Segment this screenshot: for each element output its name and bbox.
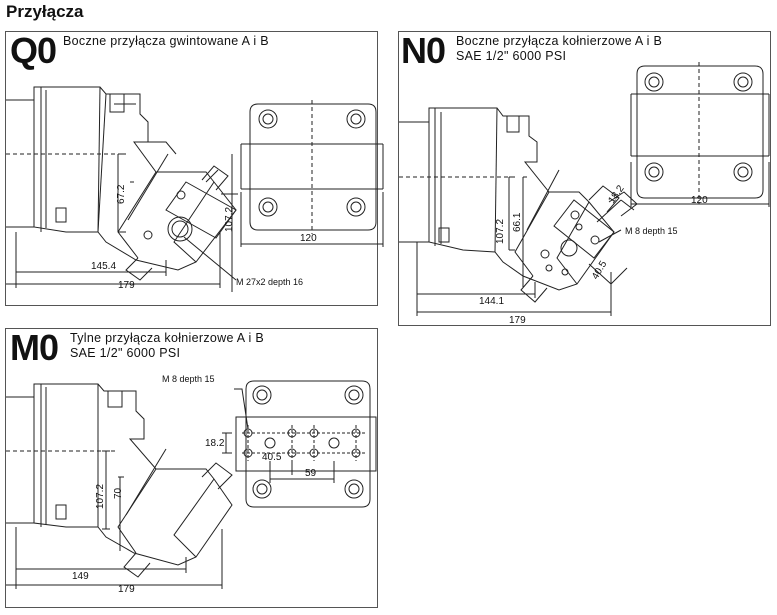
page-heading: Przyłącza <box>6 2 84 21</box>
dimension-label: 144.1 <box>479 296 504 307</box>
dimension-label: 67.2 <box>116 184 127 204</box>
dimension-label: 149 <box>72 571 89 582</box>
description-line: Tylne przyłącza kołnierzowe A i B <box>70 331 265 345</box>
panel-q0: Q0 Boczne przyłącza gwintowane A i B <box>5 30 384 306</box>
panel-description: Boczne przyłącza kołnierzowe A i B SAE 1… <box>456 34 662 64</box>
n0-drawing: 144.1 179 66.1 107.2 120 18.2 40.5 M 8 d… <box>399 62 770 326</box>
port-flange-rear-view <box>245 380 371 508</box>
dimension-line <box>6 271 220 285</box>
port-block <box>165 181 237 239</box>
panel-description: Tylne przyłącza kołnierzowe A i B SAE 1/… <box>70 331 264 361</box>
pump-housing <box>428 107 615 291</box>
pump-housing <box>33 86 237 271</box>
q0-drawing: 145.4 179 67.2 107.2 120 M 27x2 depth 16 <box>6 86 384 292</box>
pump-front-flange <box>6 396 35 524</box>
panel-code: M0 <box>10 327 59 368</box>
dimension-label: 66.1 <box>512 212 523 232</box>
port-flange-front-view <box>249 103 377 231</box>
dimension-label: 40.5 <box>262 452 282 463</box>
dimension-label: 107.2 <box>95 484 106 509</box>
pump-front-flange <box>399 121 430 243</box>
panel-m0: M0 Tylne przyłącza kołnierzowe A i B SAE… <box>5 328 378 608</box>
dimension-label: 120 <box>691 195 708 206</box>
thread-note: M 27x2 depth 16 <box>236 277 303 287</box>
m0-drawing: 149 179 70 107.2 18.2 40.5 59 M 8 depth … <box>6 374 377 595</box>
panel-code: Q0 <box>10 30 57 71</box>
dimension-label: 145.4 <box>91 261 116 272</box>
pump-housing <box>33 383 233 566</box>
dimension-label: 70 <box>113 487 124 499</box>
dimension-line <box>417 293 611 313</box>
flange-block <box>553 199 615 259</box>
description-line: Boczne przyłącza gwintowane A i B <box>63 34 269 48</box>
dimension-label: 179 <box>509 315 526 326</box>
dimension-label: 107.2 <box>495 219 506 244</box>
dimension-label: 179 <box>118 280 135 291</box>
dimension-line <box>6 568 222 586</box>
dimension-label: 120 <box>300 233 317 244</box>
panel-code: N0 <box>401 30 446 71</box>
description-line: SAE 1/2" 6000 PSI <box>456 49 567 63</box>
thread-note: M 8 depth 15 <box>162 374 215 384</box>
dimension-label: 179 <box>118 584 135 595</box>
panel-n0: N0 Boczne przyłącza kołnierzowe A i B SA… <box>398 31 771 326</box>
dimension-label: 59 <box>305 468 317 479</box>
port-flange-front-view <box>636 65 764 199</box>
description-line: Boczne przyłącza kołnierzowe A i B <box>456 34 663 48</box>
dimension-label: 107.2 <box>224 207 235 232</box>
thread-note: M 8 depth 15 <box>625 226 678 236</box>
panel-description: Boczne przyłącza gwintowane A i B <box>63 34 269 49</box>
threaded-port <box>167 216 193 242</box>
pump-front-flange <box>6 99 35 228</box>
dimension-label: 18.2 <box>205 438 225 449</box>
description-line: SAE 1/2" 6000 PSI <box>70 346 181 360</box>
